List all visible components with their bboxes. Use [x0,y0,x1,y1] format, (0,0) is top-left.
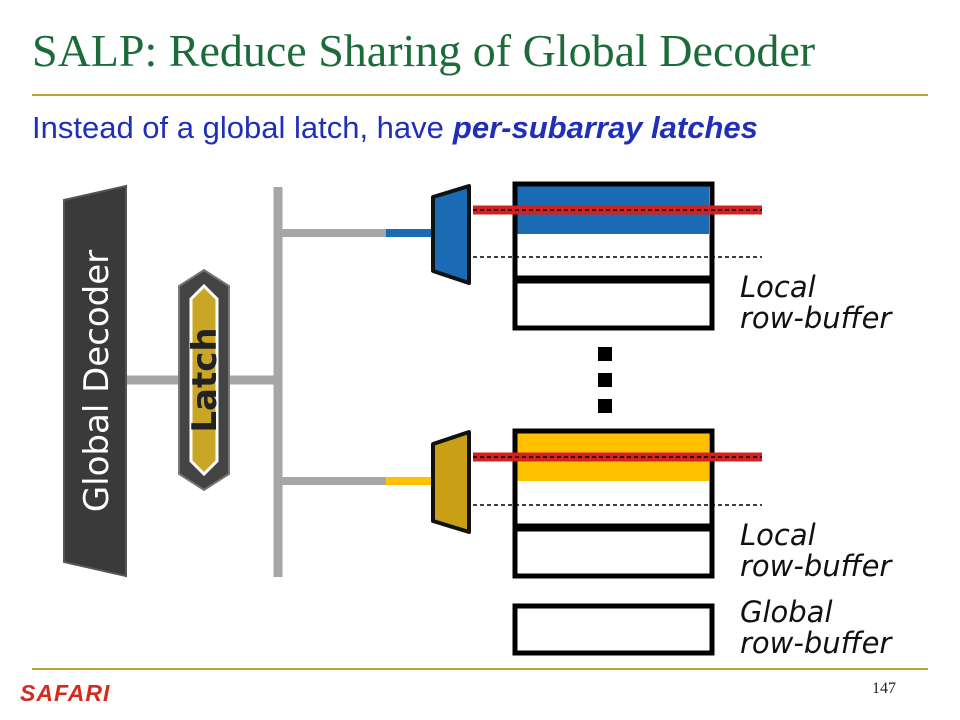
global-latch: Latch [178,268,230,492]
top-subarray [473,181,762,331]
title-divider [32,94,928,96]
global-decoder-label: Global Decoder [77,250,117,512]
brand-logo: SAFARI [20,680,111,706]
bottom-subarray-cells [512,428,715,529]
footer-divider [32,668,928,670]
top-buffer-label-line1: Local [740,270,816,304]
global-decoder: Global Decoder [63,184,127,578]
subtitle-text: Instead of a global latch, have [32,110,444,145]
top-buffer-label-line2: row-buffer [740,301,893,335]
bottom-buffer-label: Local row-buffer [740,518,893,583]
ellipsis [598,347,612,413]
latch-label: Latch [185,327,225,432]
top-local-latch [431,184,471,285]
bottom-local-latch [431,430,471,534]
top-local-row-buffer [512,278,715,331]
bottom-buffer-label-line2: row-buffer [740,549,893,583]
top-subarray-cells [512,181,715,281]
top-buffer-label: Local row-buffer [740,270,893,335]
page-number: 147 [872,680,896,697]
bottom-local-row-buffer [512,526,715,579]
subtitle-emphasis: per-subarray latches [452,110,758,145]
bottom-buffer-label-line1: Local [740,518,816,552]
global-row-buffer [512,603,715,656]
bottom-subarray [473,428,762,579]
global-buffer-label-line1: Global [740,595,833,629]
global-buffer-label: Global row-buffer [740,595,893,660]
slide-title: SALP: Reduce Sharing of Global Decoder [32,25,816,76]
global-buffer-label-line2: row-buffer [740,626,893,660]
